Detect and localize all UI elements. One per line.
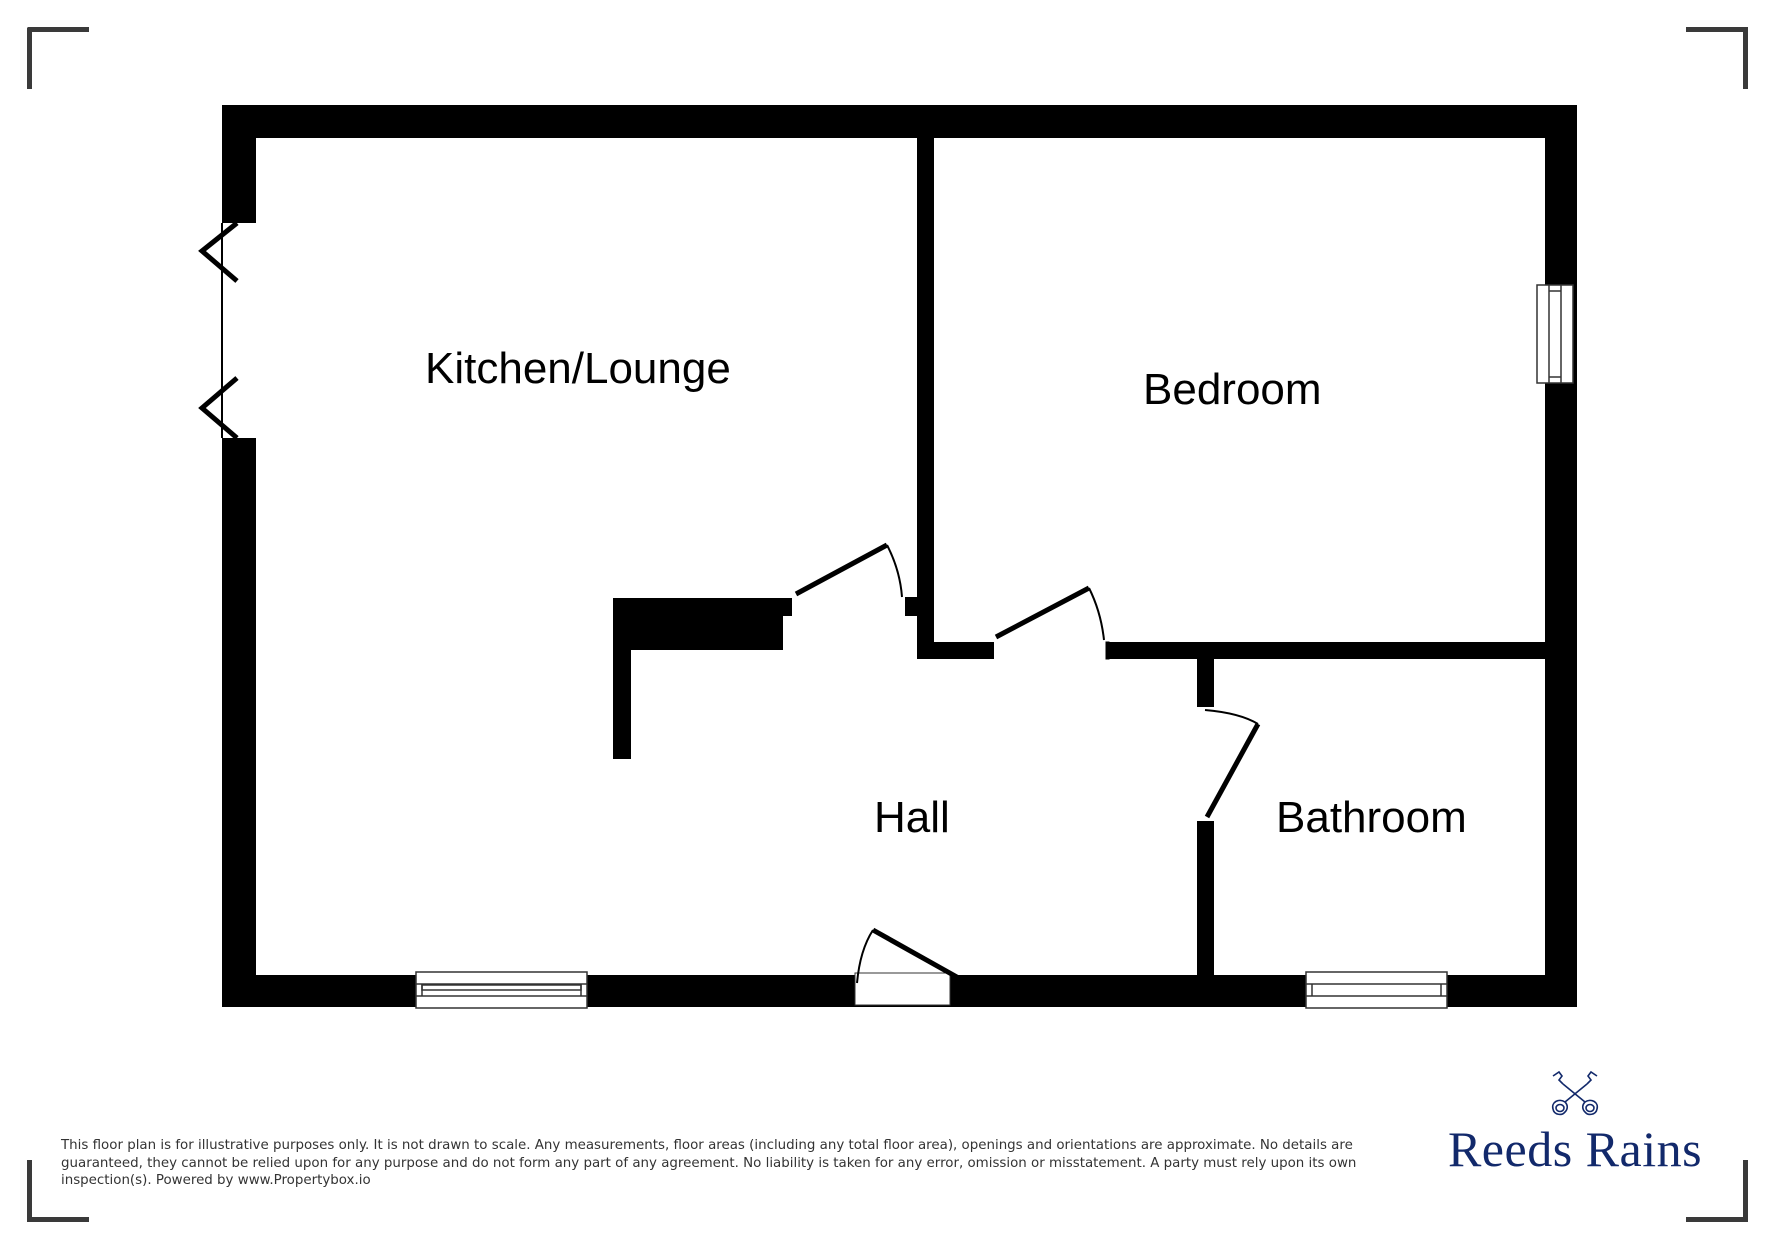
crop-mark-top-right [1686,27,1748,89]
wall-kitchen-bedroom [917,138,934,659]
wall-bedroom-hall-right [1106,642,1547,659]
door-entrance [854,927,966,1006]
outer-wall-left-lower [222,438,256,1007]
crop-mark-top-left [27,27,89,89]
counter-body [613,598,783,650]
crop-mark-bottom-left [27,1160,89,1222]
room-label-bathroom: Bathroom [1276,793,1467,842]
door-bedroom [994,585,1110,660]
door-kitchen [794,542,903,598]
window-kitchen [415,971,588,1009]
room-label-kitchen-lounge: Kitchen/Lounge [425,344,731,393]
disclaimer-text: This floor plan is for illustrative purp… [61,1138,1357,1188]
room-label-bedroom: Bedroom [1143,365,1322,414]
brand-logo: Reeds Rains [1430,1068,1720,1174]
french-doors [198,221,239,440]
wall-bathroom-upper [1197,659,1214,707]
wall-stub [905,597,918,616]
outer-wall-right [1545,105,1577,1007]
outer-wall-top [222,105,1577,138]
outer-wall-left-upper [222,105,256,223]
counter-leg [613,598,631,759]
room-label-hall: Hall [874,793,950,842]
window-bathroom [1305,971,1448,1009]
crop-mark-bottom-right [1686,1160,1748,1222]
brand-name: Reeds Rains [1447,1121,1703,1177]
wall-bathroom-lower [1197,821,1214,977]
wall-bedroom-hall-left [917,642,994,659]
crossed-keys-icon [1551,1070,1599,1116]
window-bedroom [1536,284,1574,384]
door-bathroom [1204,709,1261,819]
